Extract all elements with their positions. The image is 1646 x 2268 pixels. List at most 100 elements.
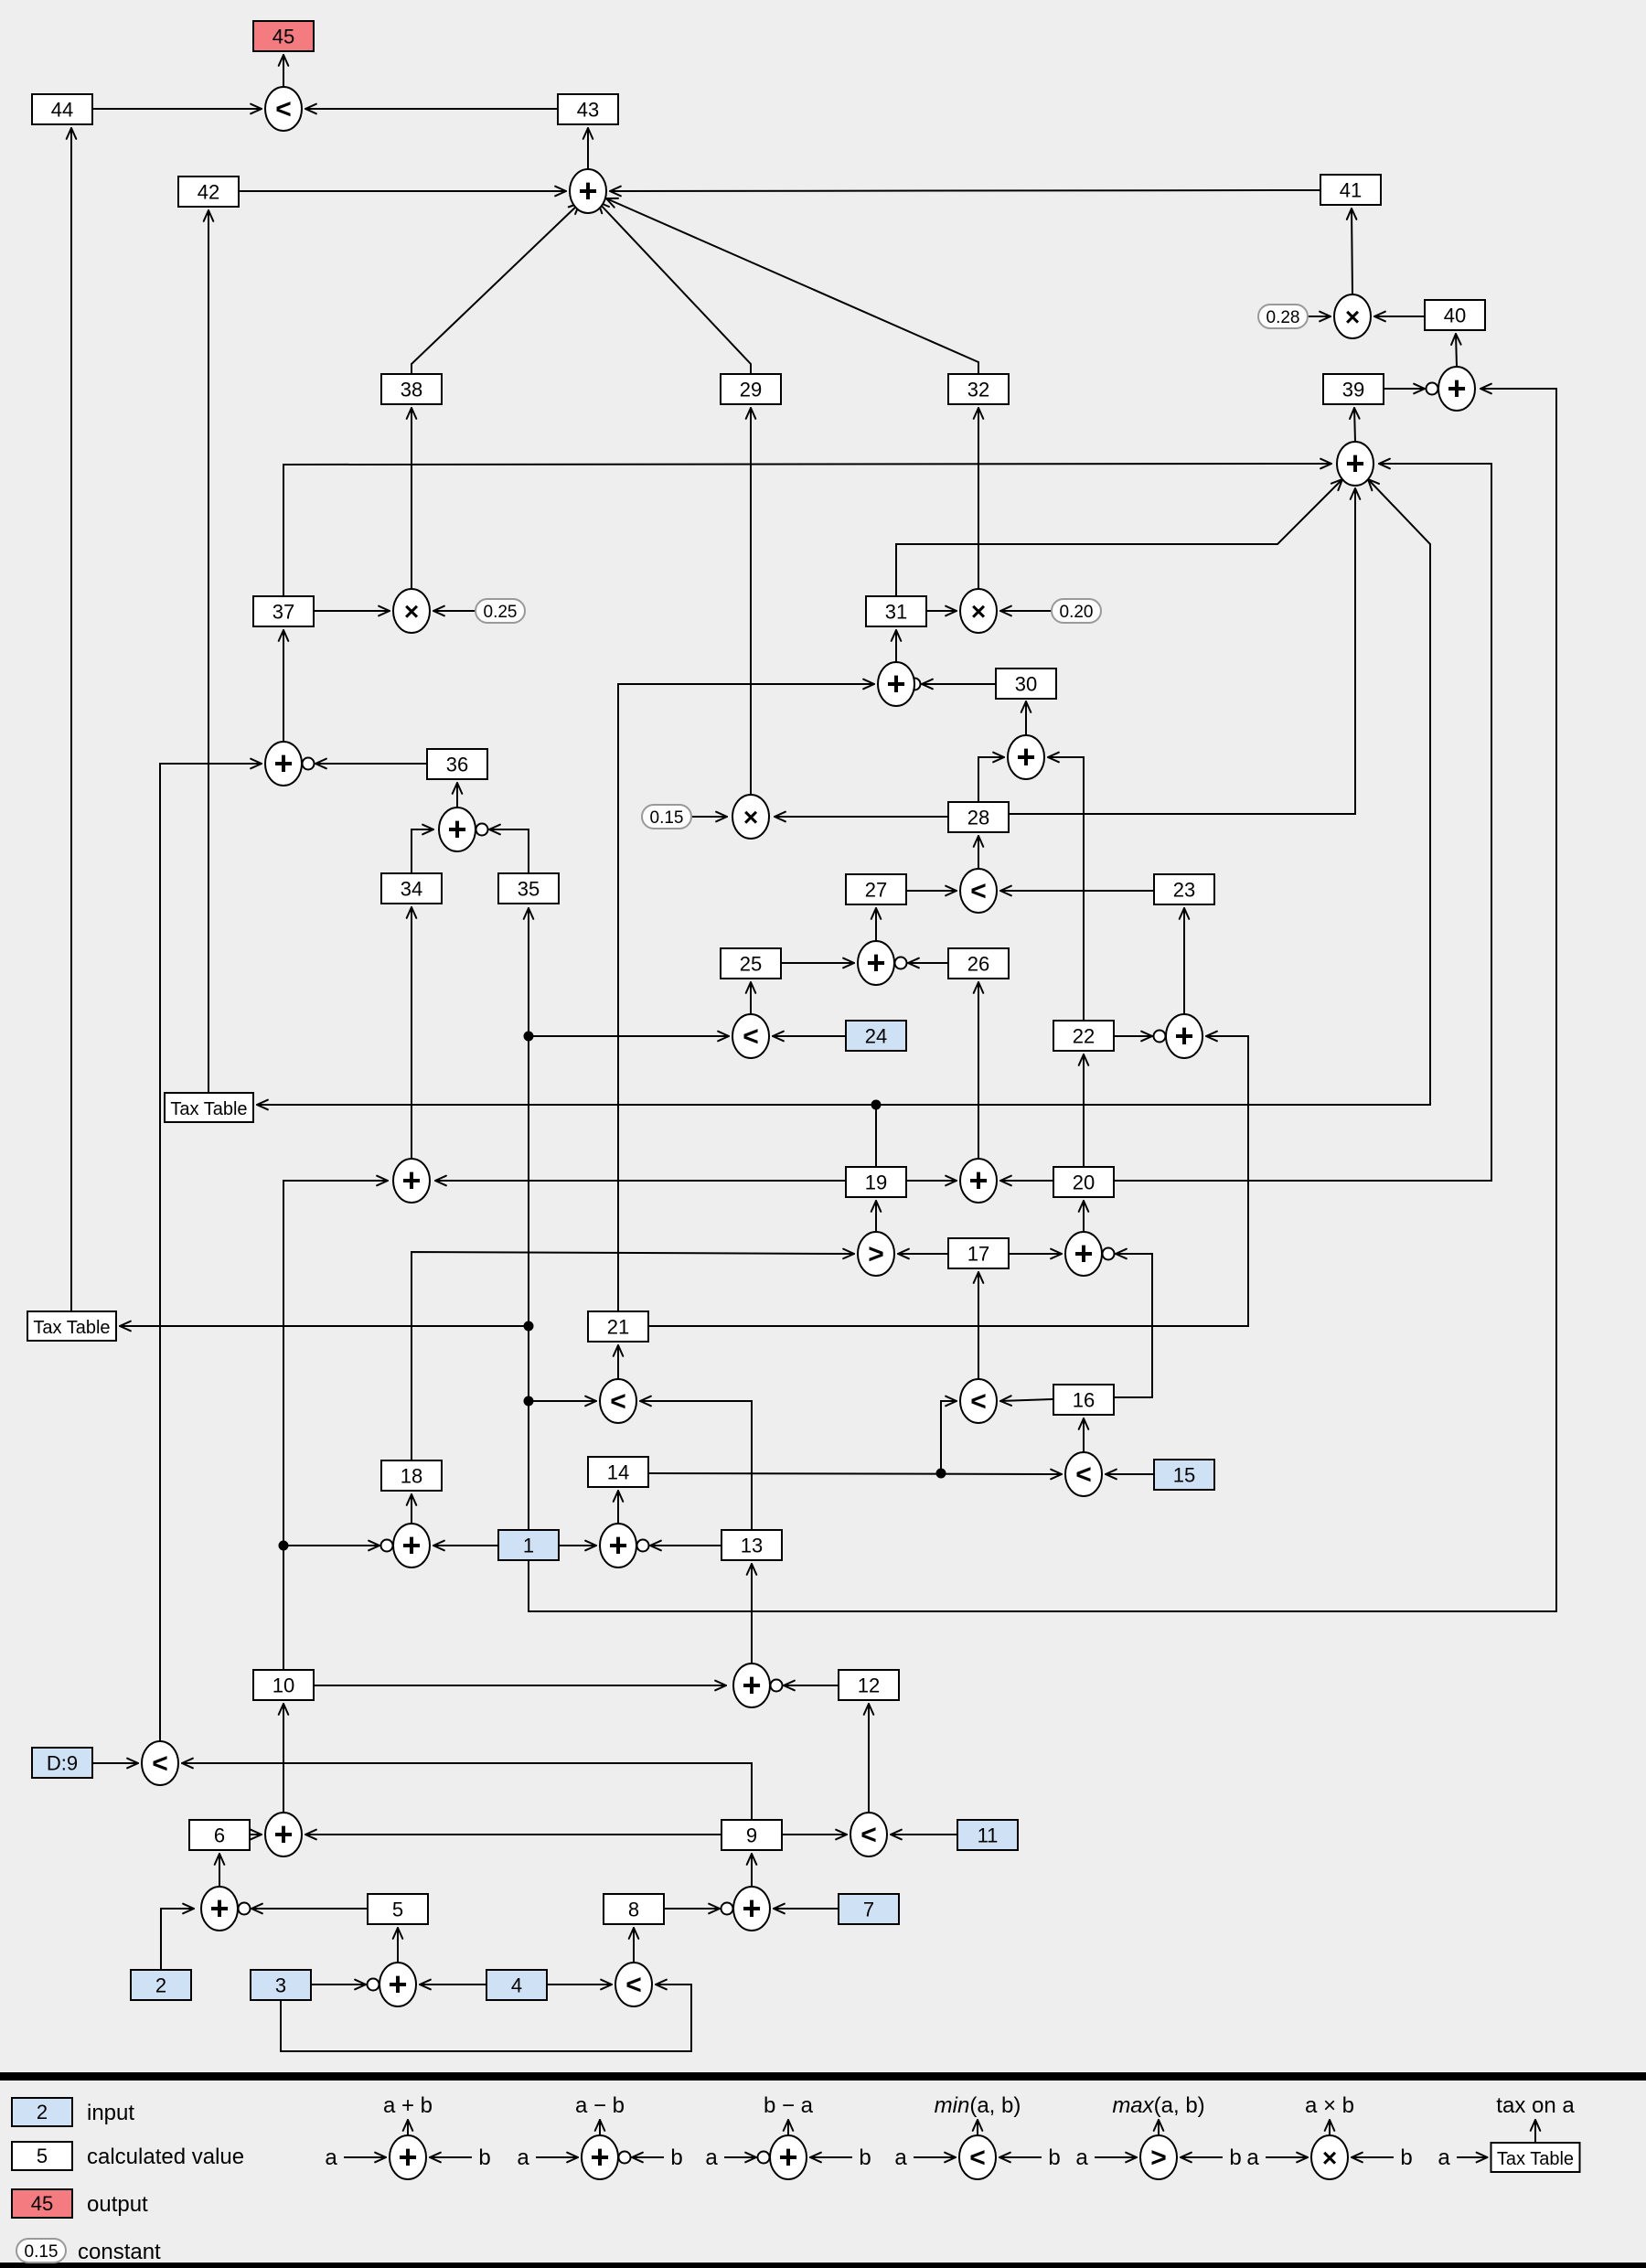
legend-op-tax-on-a-out-head xyxy=(1529,2119,1536,2132)
e-42-plus43-head xyxy=(554,190,567,198)
box-40-label: 40 xyxy=(1444,305,1466,327)
e-13-sub14-head xyxy=(649,1539,662,1546)
box-5-label: 5 xyxy=(392,1899,403,1921)
box-11-label: 11 xyxy=(978,1824,999,1847)
box-36-calc xyxy=(426,748,488,780)
e-31-plus39-head xyxy=(1330,478,1343,485)
legend-constant-sample-label: 0.15 xyxy=(25,2242,59,2262)
op-sub5-glyph: + xyxy=(388,1965,407,2003)
legend-op-max-a-b--b-head xyxy=(1180,2156,1192,2164)
op-min25 xyxy=(732,1013,770,1059)
constant-0.20 xyxy=(1051,598,1102,624)
e-c025-mul38-head xyxy=(433,604,445,612)
box-43-calc xyxy=(557,93,619,125)
e-16-min17-head xyxy=(999,1400,1013,1407)
e-4-min8-head xyxy=(600,1984,613,1991)
box-7-label: 7 xyxy=(863,1899,874,1921)
e-26-sub27-head xyxy=(907,962,920,969)
e-6-plus10-head xyxy=(250,1828,262,1835)
e-23-min28-head xyxy=(999,884,1012,892)
legend-op-b-a-glyph: + xyxy=(778,2138,797,2176)
legend-op-tax-on-a-a-head xyxy=(1475,2151,1489,2158)
legend-op-b-a-b-head xyxy=(809,2151,822,2158)
e-3-sub5-head xyxy=(354,1978,367,1985)
e-40-mul41-head xyxy=(1373,310,1386,317)
legend-op-a-b-b-head xyxy=(1351,2156,1363,2164)
e-30-sub31-head xyxy=(921,678,934,685)
e-41-plus43 xyxy=(609,189,1321,192)
box-2-input xyxy=(130,1969,192,2001)
box-35-calc xyxy=(497,872,560,904)
legend-op-max-a-b--glyph: > xyxy=(1150,2143,1167,2173)
e-c020-mul32-head xyxy=(999,604,1012,612)
legend-op-max-a-b--b-label: b xyxy=(1229,2145,1241,2170)
op-sub40-glyph: + xyxy=(1447,369,1466,407)
e-sub18-18-head xyxy=(405,1493,412,1506)
e-16-sub20 xyxy=(1114,1253,1153,1398)
legend-op-a-b-b-head xyxy=(1351,2151,1363,2158)
e-26-sub27-negate-circle xyxy=(893,956,908,970)
e-1-sub40-head xyxy=(1480,388,1492,395)
e-2-sub6 xyxy=(160,1908,194,1970)
box-14-calc xyxy=(587,1456,649,1488)
e-sub14-14-head xyxy=(612,1490,619,1503)
e-7-sub9-head xyxy=(773,1902,786,1910)
e-19-ttup-head xyxy=(256,1098,269,1106)
e-31-plus39-head xyxy=(1337,478,1343,492)
e-30-sub31-head xyxy=(921,683,934,690)
e-min28-28-head xyxy=(978,835,985,848)
e-sub13-13-head xyxy=(745,1563,753,1576)
op-sub37 xyxy=(264,741,303,786)
e-12-sub13-head xyxy=(783,1679,796,1686)
e-13-min21-head xyxy=(639,1400,652,1407)
e-7-sub9-head xyxy=(773,1908,786,1915)
e-31-mul32-head xyxy=(945,610,957,617)
box-28-label: 28 xyxy=(967,807,989,829)
legend-op-min-a-b--title: min(a, b) xyxy=(935,2093,1021,2118)
e-3-min8 xyxy=(280,1984,692,2052)
legend-op-a-b-b-head xyxy=(429,2151,442,2158)
e-plus26-26-head xyxy=(978,981,985,994)
e-38-plus43 xyxy=(411,202,581,374)
e-min45-45-head xyxy=(277,54,284,67)
e-19-plus34-head xyxy=(434,1180,447,1187)
e-min25-25-head xyxy=(744,981,752,994)
box-8-label: 8 xyxy=(628,1899,639,1921)
box-43-label: 43 xyxy=(577,99,599,122)
legend-output-text: output xyxy=(87,2192,148,2217)
e-5-sub6-negate-circle xyxy=(237,1901,251,1916)
box-tt_up-tax-table xyxy=(164,1092,254,1123)
e-14-min17-head xyxy=(945,1400,957,1407)
e-35-sub36 xyxy=(489,829,529,873)
e-mul29-29-head xyxy=(750,407,757,420)
e-41-plus43-head xyxy=(609,185,622,192)
legend-op-a-b-a-label: a xyxy=(325,2145,337,2170)
box-9-label: 9 xyxy=(746,1824,757,1847)
e-20-22-head xyxy=(1077,1054,1085,1066)
e-22-sub23-negate-circle xyxy=(1152,1029,1167,1043)
e-plus30-30-head xyxy=(1020,701,1027,713)
e-sub20-20-head xyxy=(1083,1200,1090,1213)
box-35-label: 35 xyxy=(518,878,540,901)
op-mul38 xyxy=(392,588,431,634)
legend-op-a-b-out-head xyxy=(599,2119,606,2132)
e-sub27-27-head xyxy=(870,907,877,920)
legend-op-tax-on-a-a-label: a xyxy=(1438,2145,1450,2170)
e-5-sub6-head xyxy=(251,1908,263,1915)
op-min8 xyxy=(615,1962,653,2007)
legend-op-b-a-out-head xyxy=(782,2119,789,2132)
e-43-min45-head xyxy=(305,108,317,115)
e-c015-mul29-head xyxy=(715,810,728,818)
e-sub9-9-head xyxy=(751,1853,758,1866)
e-c028-mul41-head xyxy=(1319,310,1331,317)
op-plus10-glyph: + xyxy=(273,1815,293,1853)
e-39-sub40-head xyxy=(1413,382,1426,390)
op-sub23 xyxy=(1165,1013,1203,1059)
e-10-sub18-negate-circle xyxy=(379,1538,394,1553)
constant-0.25-label: 0.25 xyxy=(484,603,518,622)
e-10-sub13-head xyxy=(714,1685,727,1692)
e-20-plus26-head xyxy=(999,1180,1012,1187)
e-20-plus26-head xyxy=(999,1174,1012,1182)
op-plus39 xyxy=(1336,441,1374,487)
e-min21-21-head xyxy=(612,1344,619,1357)
